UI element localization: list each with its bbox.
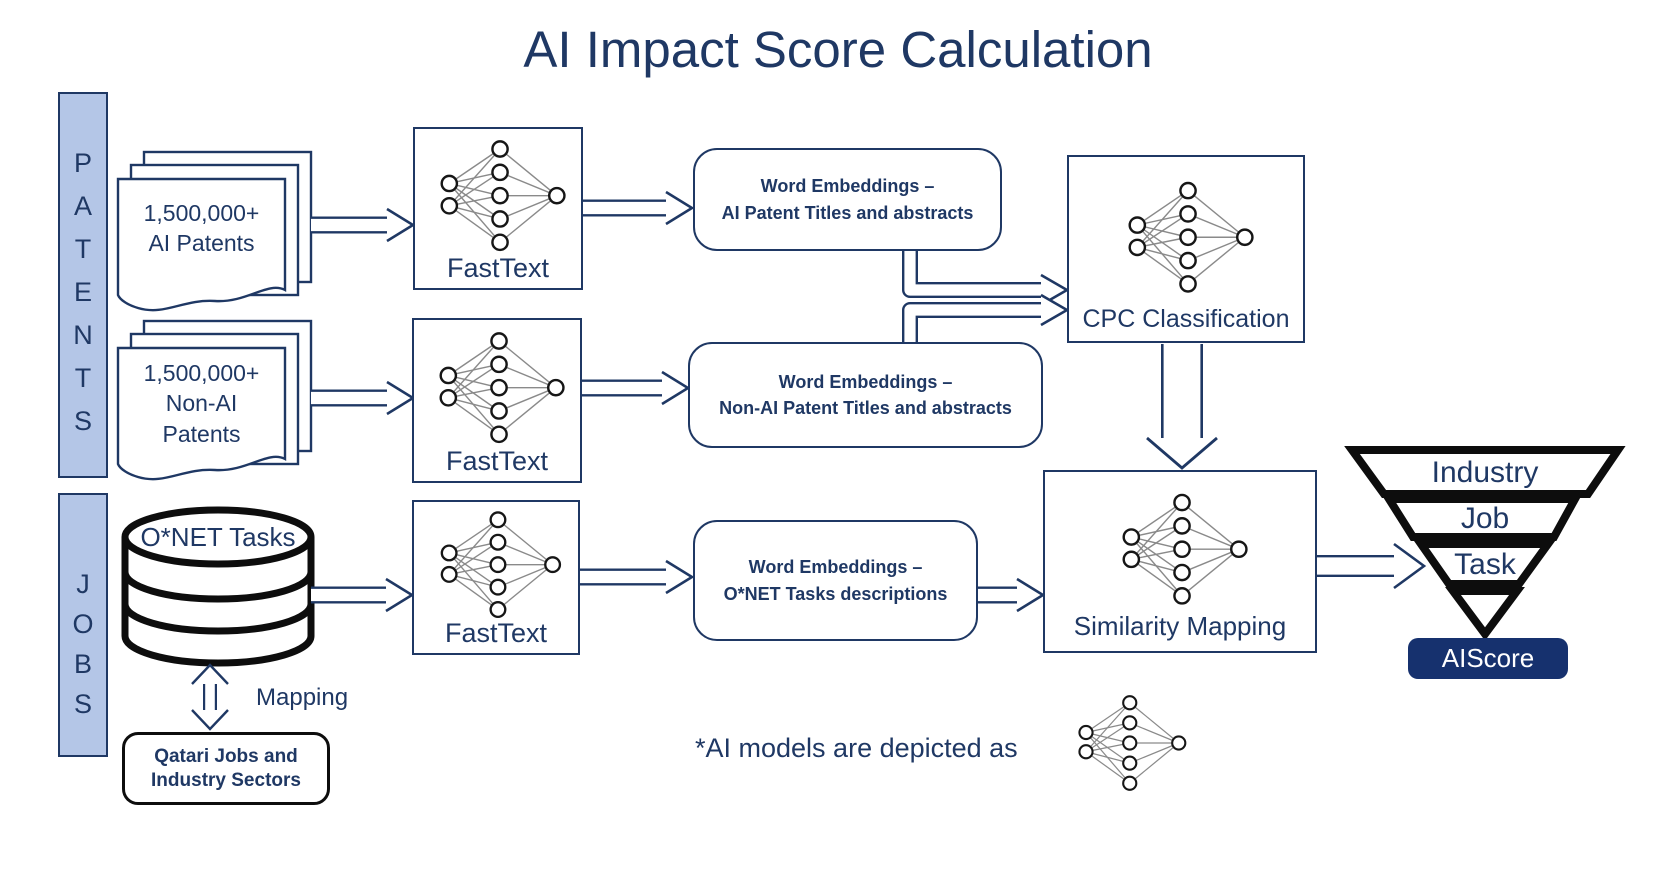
jobs-letter: B (73, 649, 92, 679)
neural-network-icon-svg (439, 332, 565, 444)
neural-network-icon (1058, 694, 1198, 792)
onet-tasks-database-label: O*NET Tasks (140, 522, 296, 552)
patents-letter: T (74, 363, 92, 393)
document-stack (116, 150, 313, 312)
neural-network-icon-svg (440, 511, 562, 619)
flow-arrow (580, 559, 695, 595)
mapping-label: Mapping (256, 684, 349, 711)
funnel-level-shape (1445, 587, 1525, 641)
neural-network-icon (426, 328, 568, 447)
jobs-letter: O (72, 609, 94, 639)
fasttext-box-1: FastText (413, 127, 583, 290)
jobs-letter: S (73, 689, 92, 719)
patents-letter: N (73, 320, 93, 350)
ai-patents-label: 1,500,000+ AI Patents (143, 200, 260, 257)
patents-letter: S (73, 406, 92, 436)
aiscore-badge: AIScore (1408, 638, 1568, 679)
qatari-jobs-box: Qatari Jobs and Industry Sectors (122, 732, 330, 805)
page-title: AI Impact Score Calculation (523, 21, 1153, 78)
flow-arrow (311, 577, 415, 613)
flow-arrow (1146, 344, 1218, 470)
funnel-level-industry: Industry (1431, 456, 1539, 489)
similarity-mapping-box: Similarity Mapping (1043, 470, 1317, 653)
neural-network-icon-svg (440, 140, 566, 252)
funnel-level-job: Job (1460, 502, 1510, 535)
neural-network-icon-svg (1078, 695, 1187, 791)
fasttext-box-3: FastText (412, 500, 580, 655)
word-embeddings-ai-box: Word Embeddings – AI Patent Titles and a… (693, 148, 1002, 251)
funnel-level-task: Task (1454, 548, 1516, 581)
neural-network-icon (425, 510, 567, 619)
cpc-label: CPC Classification (1082, 304, 1290, 333)
flow-arrow (1317, 542, 1427, 590)
patents-group-bar: P A T E N T S (58, 92, 108, 478)
word-embeddings-onet-box: Word Embeddings – O*NET Tasks descriptio… (693, 520, 978, 641)
funnel-level-shape (1381, 495, 1582, 541)
similarity-label: Similarity Mapping (1073, 611, 1287, 642)
flow-arrow (311, 380, 416, 416)
non-ai-patents-label: 1,500,000+ Non-AI Patents (143, 360, 260, 447)
patents-letter: A (73, 191, 92, 221)
cpc-classification-box: CPC Classification (1067, 155, 1305, 343)
flow-arrow (191, 663, 229, 731)
funnel-level-shape (1413, 540, 1556, 588)
fasttext-box-2: FastText (412, 318, 582, 483)
fasttext-label: FastText (444, 618, 548, 649)
word-embeddings-non-ai-box: Word Embeddings – Non-AI Patent Titles a… (688, 342, 1043, 448)
neural-network-icon (1109, 486, 1251, 612)
patents-letter: P (73, 148, 92, 178)
fasttext-label: FastText (445, 446, 549, 477)
fasttext-label: FastText (446, 253, 550, 284)
neural-network-icon (427, 137, 569, 254)
neural-network-icon-svg (1122, 493, 1248, 605)
neural-network-icon-svg (1128, 181, 1254, 293)
jobs-group-bar: J O B S (58, 493, 108, 757)
funnel-level-shape (1344, 446, 1626, 498)
jobs-letter: J (76, 569, 90, 599)
funnel (1344, 446, 1626, 641)
patents-letter: T (74, 234, 92, 264)
flow-arrow (902, 293, 1070, 344)
patents-letter: E (73, 277, 92, 307)
flow-arrow (311, 207, 416, 243)
footnote-text: *AI models are depicted as (695, 733, 1018, 763)
document-stack (116, 319, 313, 481)
flow-arrow (582, 370, 691, 406)
neural-network-icon (1115, 169, 1257, 306)
flow-arrow (977, 577, 1046, 613)
flow-arrow (583, 190, 695, 226)
